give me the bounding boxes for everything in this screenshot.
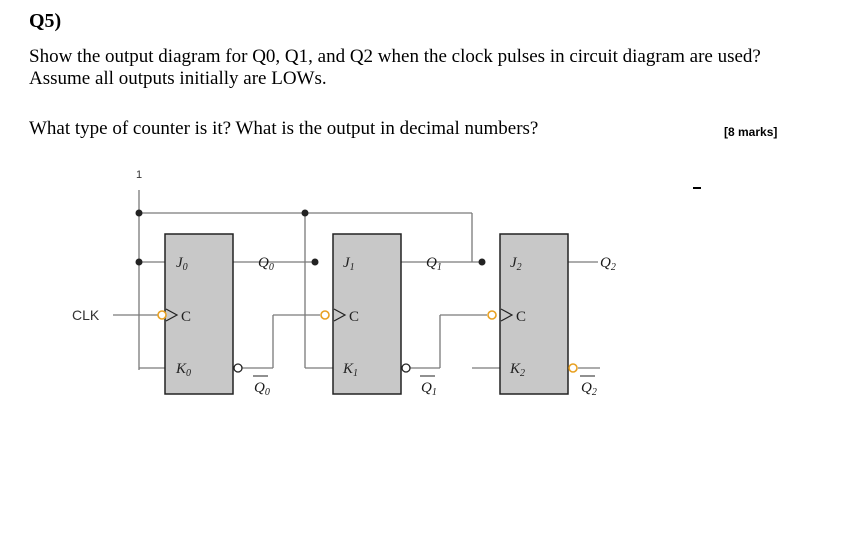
- svg-text:C: C: [516, 309, 526, 325]
- qbar-bubble-1: [401, 363, 411, 373]
- flip-flop-1: J1 C K1 Q1 Q1: [320, 233, 442, 398]
- stray-dash: [693, 187, 701, 189]
- question-line-3: What type of counter is it? What is the …: [29, 118, 539, 139]
- flip-flop-0: J0 C K0 Q0 Q0: [157, 233, 274, 398]
- qbar-bubble-0: [233, 363, 243, 373]
- svg-text:J1: J1: [343, 255, 355, 273]
- junction-dots-2: [311, 258, 486, 266]
- q2-bar-label: Q2: [581, 380, 597, 398]
- q1-label: Q1: [426, 255, 442, 273]
- junction-dots: [135, 209, 309, 266]
- svg-text:C: C: [181, 309, 191, 325]
- clock-bubble-2: [487, 310, 497, 320]
- q2-label: Q2: [600, 255, 616, 273]
- qbar-bubble-2: [568, 363, 578, 373]
- high-input-label: 1: [136, 169, 142, 181]
- svg-text:J0: J0: [176, 255, 188, 273]
- clock-wiring: [113, 261, 600, 369]
- question-line-1: Show the output diagram for Q0, Q1, and …: [29, 46, 761, 67]
- svg-text:K1: K1: [342, 361, 358, 379]
- svg-text:J2: J2: [510, 255, 522, 273]
- svg-text:C: C: [349, 309, 359, 325]
- clock-bubble-1: [320, 310, 330, 320]
- question-number: Q5): [29, 10, 62, 32]
- svg-text:K0: K0: [175, 361, 191, 379]
- q0-bar-label: Q0: [254, 380, 270, 398]
- question-line-2: Assume all outputs initially are LOWs.: [29, 68, 327, 89]
- clock-bubble-0: [157, 310, 167, 320]
- clk-label: CLK: [72, 307, 100, 323]
- flip-flop-2: J2 C K2 Q2 Q2: [487, 233, 616, 398]
- q0-label: Q0: [258, 255, 274, 273]
- q1-bar-label: Q1: [421, 380, 437, 398]
- marks-label: [8 marks]: [724, 125, 778, 139]
- svg-text:K2: K2: [509, 361, 525, 379]
